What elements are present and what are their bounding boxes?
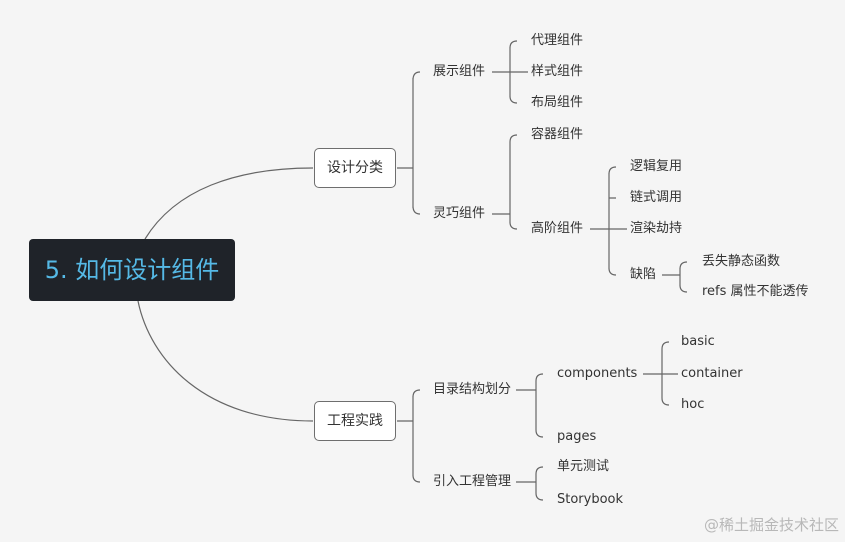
topic-hoc-folder[interactable]: hoc [681,397,705,412]
topic-lost-static-functions[interactable]: 丢失静态函数 [702,254,781,269]
connector-engineering-bracket [397,389,421,483]
connector-hoc-bracket [590,166,627,276]
topic-container-folder[interactable]: container [681,366,743,381]
topic-design-classification[interactable]: 设计分类 [314,148,396,188]
topic-style-components[interactable]: 样式组件 [531,64,584,79]
topic-unit-testing[interactable]: 单元测试 [557,459,610,474]
topic-higher-order-components[interactable]: 高阶组件 [531,221,584,236]
topic-defects[interactable]: 缺陷 [630,267,657,282]
watermark: @稀土掘金技术社区 [703,516,839,534]
connector-root-to-design [144,167,314,240]
topic-container-components[interactable]: 容器组件 [531,127,584,142]
connector-design-bracket [397,71,421,215]
connector-components-bracket [643,341,678,406]
topic-engineering-practice[interactable]: 工程实践 [314,401,396,441]
topic-engineering-management[interactable]: 引入工程管理 [433,474,512,489]
connector-display-bracket [492,40,528,104]
topic-pages-folder[interactable]: pages [557,429,597,444]
root-topic[interactable]: 5. 如何设计组件 [29,239,235,301]
topic-basic-folder[interactable]: basic [681,334,715,349]
topic-refs-not-forwarded[interactable]: refs 属性不能透传 [702,284,809,299]
topic-components-folder[interactable]: components [557,366,638,381]
topic-chained-calls[interactable]: 链式调用 [630,190,683,205]
connector-defect-bracket [662,261,688,293]
connector-smart-bracket [492,134,518,230]
topic-smart-components[interactable]: 灵巧组件 [433,206,486,221]
topic-display-components[interactable]: 展示组件 [433,64,486,79]
connector-directory-bracket [516,373,544,438]
topic-directory-structure[interactable]: 目录结构划分 [433,382,512,397]
topic-logic-reuse[interactable]: 逻辑复用 [630,159,683,174]
connector-root-to-engineering [137,300,314,422]
topic-render-hijacking[interactable]: 渲染劫持 [630,221,683,236]
topic-layout-components[interactable]: 布局组件 [531,95,584,110]
topic-storybook[interactable]: Storybook [557,492,624,507]
connector-management-bracket [516,466,544,501]
topic-proxy-components[interactable]: 代理组件 [531,33,584,48]
